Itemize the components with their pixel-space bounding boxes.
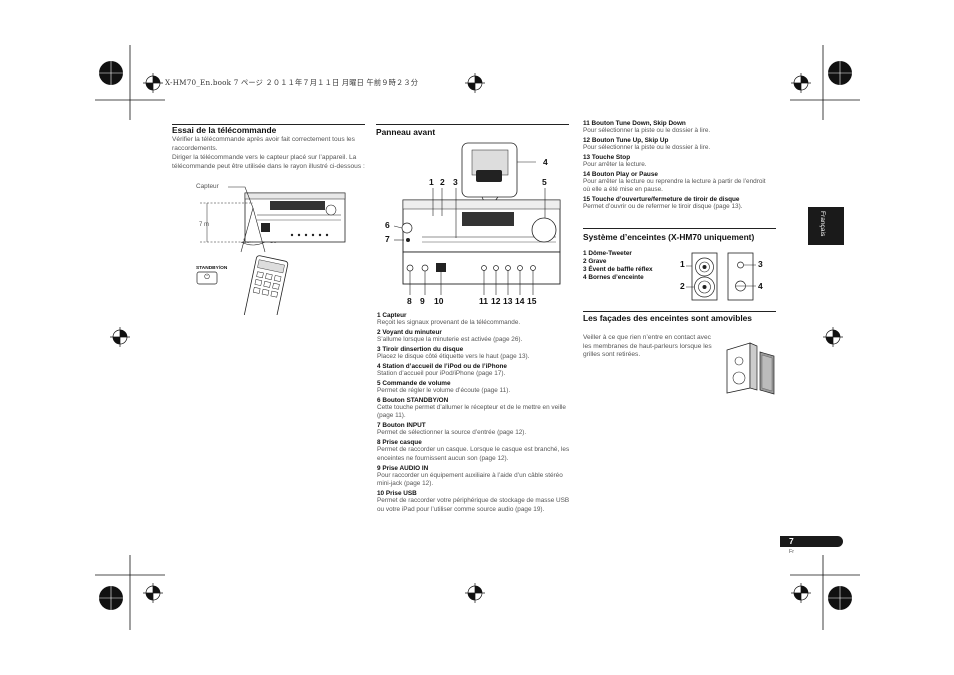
item-heading: 15 Touche d’ouverture/fermeture de tiroi…	[583, 196, 740, 203]
section-title-remote-test: Essai de la télécommande	[172, 125, 277, 135]
section-title-speaker-system: Système d’enceintes (X-HM70 uniquement)	[583, 232, 755, 242]
speaker-callout-3: 3	[758, 259, 763, 269]
item-heading: 10 Prise USB	[377, 490, 417, 497]
item-heading: 7 Bouton INPUT	[377, 422, 426, 429]
speaker-callout-4: 4	[758, 281, 763, 291]
item-heading: 3 Tiroir dinsertion du disque	[377, 345, 464, 353]
list-item: 15 Touche d’ouverture/fermeture de tiroi…	[583, 196, 773, 212]
item-description: Cette touche permet d’allumer le récepte…	[377, 403, 566, 420]
file-header-line: X-HM70_En.book 7 ページ ２０１１年７月１１日 月曜日 午前９時…	[165, 78, 419, 87]
distance-label: 7 m	[199, 222, 210, 228]
item-description: Pour sélectionner la piste ou le dossier…	[583, 126, 711, 134]
remote-test-paragraph-1: Vérifier la télécommande après avoir fai…	[172, 136, 355, 152]
callout-4: 4	[543, 157, 548, 167]
page-number-bar: 7	[780, 536, 843, 547]
item-heading: 11 Bouton Tune Down, Skip Down	[583, 119, 686, 127]
callout-8: 8	[407, 296, 412, 306]
callout-6: 6	[385, 220, 390, 230]
item-heading: 2 Voyant du minuteur	[377, 328, 442, 336]
list-item: 4 Station d’accueil de l’iPod ou de l’iP…	[377, 363, 572, 379]
speaker-callout-1: 1	[680, 259, 685, 269]
grille-paragraph: Veiller à ce que rien n’entre en contact…	[583, 334, 712, 359]
item-heading: 14 Bouton Play or Pause	[583, 170, 658, 178]
list-item: 3 Évent de baffle réflex	[583, 266, 653, 273]
callout-12: 12	[491, 296, 501, 306]
language-tab-label: Français	[819, 211, 826, 237]
front-panel-illustration	[393, 142, 561, 295]
list-item: 2 Grave	[583, 258, 607, 265]
item-description: Pour sélectionner la piste ou le dossier…	[583, 143, 711, 151]
callout-13: 13	[503, 296, 513, 306]
item-description: Pour arrêter la lecture ou reprendre la …	[583, 177, 766, 194]
callout-14: 14	[515, 296, 525, 306]
item-heading: 12 Bouton Tune Up, Skip Up	[583, 136, 669, 144]
list-item: 1 Dôme-Tweeter	[583, 250, 632, 257]
item-description: Station d’accueil pour iPod/iPhone (page…	[377, 369, 506, 377]
callout-1: 1	[429, 177, 434, 187]
section-title-front-panel: Panneau avant	[376, 127, 436, 137]
speaker-callout-2: 2	[680, 281, 685, 291]
callout-3: 3	[453, 177, 458, 187]
callout-2: 2	[440, 177, 445, 187]
callout-5: 5	[542, 177, 547, 187]
item-description: Placez le disque côté étiquette vers le …	[377, 352, 530, 360]
callout-10: 10	[434, 296, 444, 306]
item-description: Permet d’ouvrir ou de refermer le tiroir…	[583, 203, 743, 210]
item-description: Permet de régler le volume d’écoute (pag…	[377, 386, 511, 394]
item-description: Permet de raccorder un casque. Lorsque l…	[377, 446, 570, 462]
page-number: 7	[789, 536, 794, 546]
item-description: Permet de raccorder votre périphérique d…	[377, 497, 570, 513]
remote-test-paragraph-2: Diriger la télécommande vers le capteur …	[172, 154, 365, 170]
standby-label: STANDBY/ON	[196, 266, 228, 271]
item-heading: 1 Capteur	[377, 311, 407, 319]
callout-9: 9	[420, 296, 425, 306]
language-code: Fr	[789, 549, 795, 555]
callout-15: 15	[527, 296, 537, 306]
list-item: 4 Bornes d’enceinte	[583, 274, 644, 281]
item-description: S’allume lorsque la minuterie est activé…	[377, 335, 523, 343]
power-icon: ⏻	[204, 274, 210, 281]
capteur-label: Capteur	[196, 183, 219, 190]
section-rule	[583, 311, 776, 312]
section-rule	[583, 228, 776, 229]
remote-range-illustration	[196, 186, 346, 315]
item-heading: 4 Station d’accueil de l’iPod ou de l’iP…	[377, 362, 507, 370]
callout-11: 11	[479, 296, 488, 306]
item-heading: 9 Prise AUDIO IN	[377, 464, 429, 472]
section-rule	[172, 124, 365, 125]
speaker-grille-illustration	[726, 342, 775, 395]
item-description: Permet de sélectionner la source d’entré…	[377, 429, 527, 436]
item-description: Pour raccorder un équipement auxiliaire …	[377, 471, 563, 488]
speaker-illustration	[686, 252, 756, 301]
section-title-removable-grilles: Les façades des enceintes sont amovibles	[583, 313, 752, 323]
item-heading: 8 Prise casque	[377, 439, 422, 446]
item-heading: 6 Bouton STANDBY/ON	[377, 396, 449, 404]
item-description: Reçoit les signaux provenant de la téléc…	[377, 318, 521, 326]
callout-7: 7	[385, 234, 390, 244]
speaker-parts-list: 1 Dôme-Tweeter 2 Grave 3 Évent de baffle…	[583, 249, 693, 281]
item-description: Pour arrêter la lecture.	[583, 160, 647, 168]
item-heading: 5 Commande de volume	[377, 379, 451, 387]
language-tab: Français	[808, 207, 844, 245]
item-heading: 13 Touche Stop	[583, 153, 631, 161]
section-rule	[376, 124, 569, 125]
